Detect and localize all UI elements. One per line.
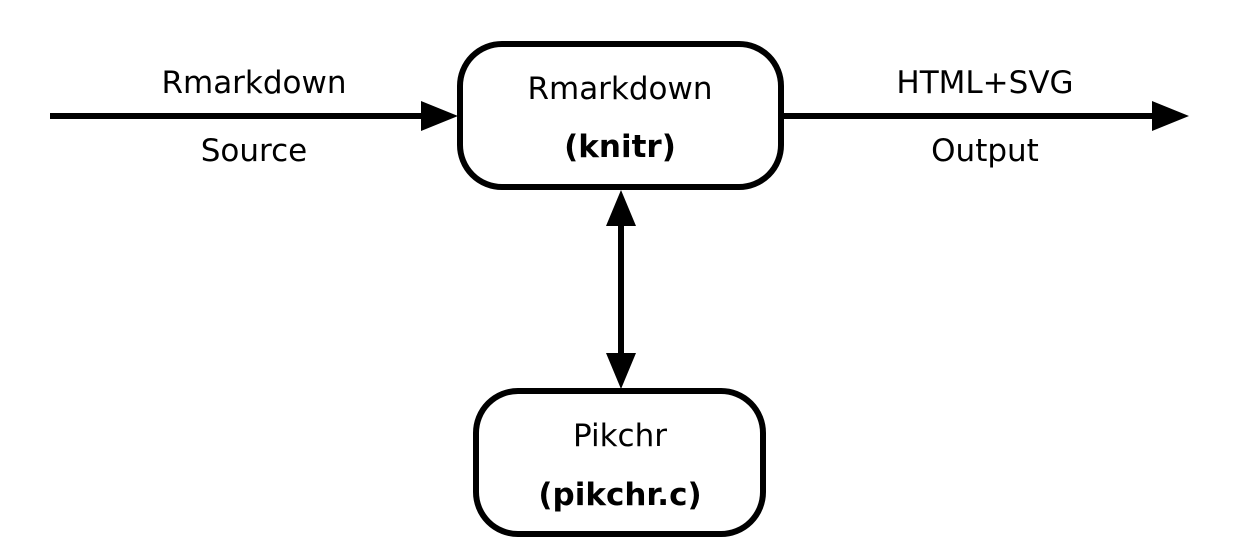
input-label-line1: Rmarkdown xyxy=(161,65,346,101)
bidirectional-arrowhead-up xyxy=(606,190,636,226)
pikchr-box-subtitle: (pikchr.c) xyxy=(538,477,701,513)
output-label-line1: HTML+SVG xyxy=(896,65,1073,101)
output-arrowhead xyxy=(1152,101,1189,131)
input-arrowhead xyxy=(421,101,458,131)
bidirectional-arrowhead-down xyxy=(606,353,636,389)
knitr-box xyxy=(457,41,784,190)
output-label-line2: Output xyxy=(931,133,1039,169)
knitr-box-subtitle: (knitr) xyxy=(564,129,676,165)
pikchr-box xyxy=(473,388,766,537)
pikchr-box-title: Pikchr xyxy=(573,418,667,454)
knitr-box-title: Rmarkdown xyxy=(527,71,712,107)
input-label-line2: Source xyxy=(201,133,307,169)
